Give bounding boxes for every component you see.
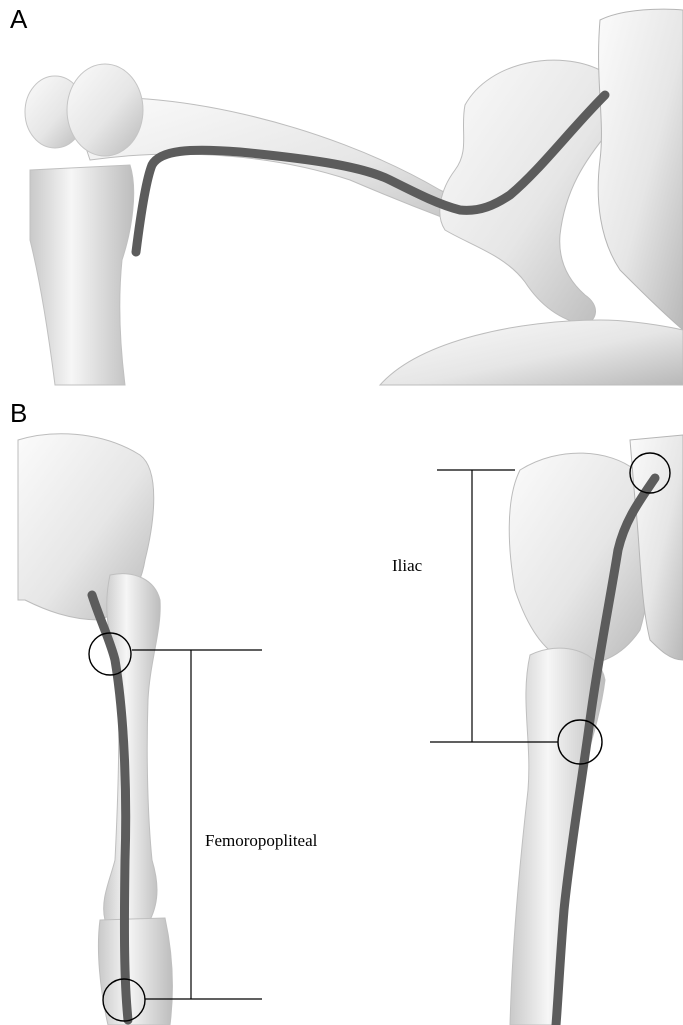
panel-a-condyle-2 xyxy=(67,64,143,156)
panel-b-left-knee xyxy=(98,918,172,1025)
panel-a-illustration xyxy=(25,9,683,385)
panel-b-left-illustration xyxy=(18,434,262,1025)
panel-a-label: A xyxy=(10,6,27,32)
panel-a-tibia xyxy=(30,165,134,385)
panel-b-label: B xyxy=(10,400,27,426)
panel-a-spine xyxy=(598,9,683,330)
panel-a-pelvis xyxy=(440,60,619,325)
panel-b-right-illustration xyxy=(430,435,683,1025)
femoropopliteal-segment-label: Femoropopliteal xyxy=(205,831,317,851)
panel-b-left-femur xyxy=(104,574,161,920)
iliac-segment-label: Iliac xyxy=(392,556,422,576)
panel-a-lower-bone xyxy=(380,320,683,385)
panel-b-right-pelvis xyxy=(509,453,649,664)
